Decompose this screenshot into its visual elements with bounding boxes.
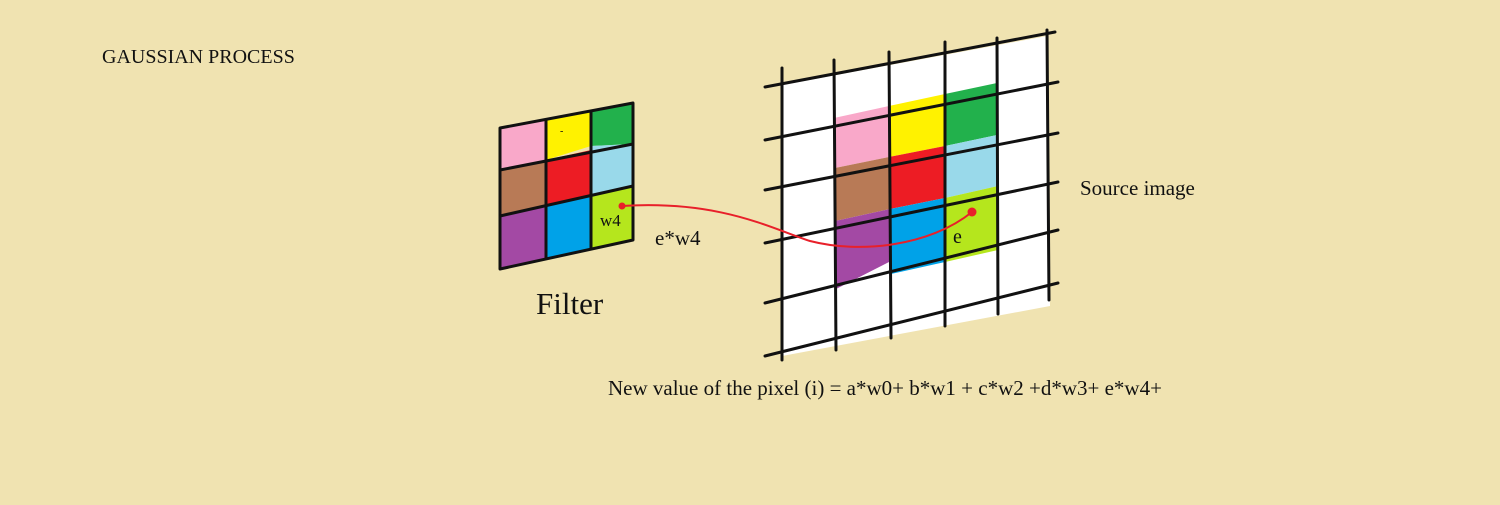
formula-text: New value of the pixel (i) = a*w0+ b*w1 … [608,376,1162,400]
arrow-end-dot [967,207,977,217]
source-cell-yellow [889,94,945,157]
source-cell-green [945,83,997,146]
filter-cell-pink [500,120,546,170]
filter-cell-lightblue [591,144,633,196]
grid-line-v2 [832,58,838,352]
source-image-grid: e [763,28,1060,362]
filter-cell-brown [500,160,546,216]
filter-cell-green [591,103,633,146]
source-cell-lightblue [945,135,998,198]
edge-label: e*w4 [655,226,701,250]
filter-cell-lime [591,186,633,250]
source-grid-lines [763,28,1060,362]
filter-outline [498,101,635,271]
filter-tiny-mark: - [560,126,563,137]
connection-curve [621,204,973,248]
grid-line-h5 [763,228,1060,305]
grid-line-v3 [887,50,893,340]
source-cell-lime [945,186,998,262]
filter-line-h1 [499,142,634,172]
grid-line-h4 [763,180,1060,245]
filter-weight-label: w4 [600,211,621,230]
source-pixel-label: e [953,226,962,248]
filter-cell-yellow [546,111,591,160]
grid-line-v6 [1045,28,1051,302]
filter-cell-purple [500,206,546,269]
arrow-start-dot [618,202,626,210]
source-image-caption: Source image [1080,176,1195,200]
grid-line-h6 [763,281,1060,358]
source-cell-purple [835,209,891,289]
diagram-title: GAUSSIAN PROCESS [102,46,295,68]
connection-arrow [618,202,977,248]
source-cell-blue [890,198,945,274]
grid-line-v5 [995,36,1000,316]
filter-cell-blue [546,196,591,259]
grid-line-h2 [763,80,1060,142]
filter-cell-red [546,150,591,206]
source-cell-pink [834,106,889,168]
filter-caption: Filter [536,286,604,321]
filter-kernel: w4 - [498,101,635,271]
grid-line-h3 [763,131,1060,192]
filter-grid-lines [498,101,635,271]
filter-line-h2 [499,184,634,218]
grid-line-h1 [763,30,1057,89]
